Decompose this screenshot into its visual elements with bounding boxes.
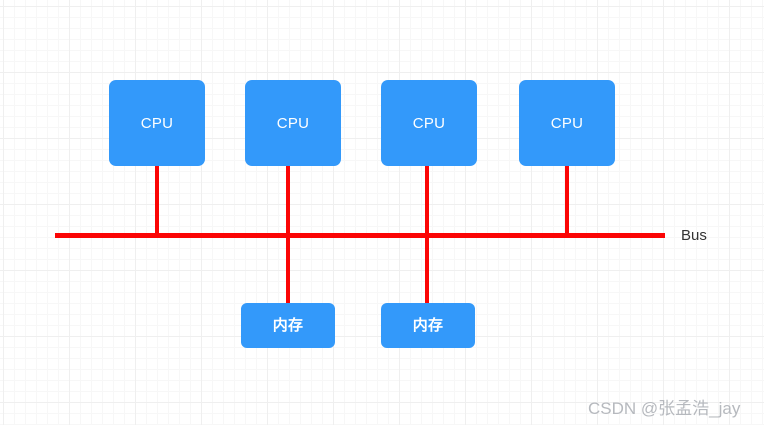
cpu-node-3[interactable]: CPU	[381, 80, 477, 166]
cpu-node-4-label: CPU	[550, 114, 584, 132]
cpu-node-1-label: CPU	[140, 114, 174, 132]
memory-node-1-label: 内存	[272, 317, 304, 334]
cpu-node-2-label: CPU	[276, 114, 310, 132]
connector-cpu-4	[565, 160, 569, 238]
bus-label: Bus	[681, 227, 707, 244]
memory-node-1[interactable]: 内存	[241, 303, 335, 348]
connector-memory-2	[425, 233, 429, 307]
connector-cpu-2	[286, 160, 290, 238]
cpu-node-1[interactable]: CPU	[109, 80, 205, 166]
connector-memory-1	[286, 233, 290, 307]
connector-cpu-3	[425, 160, 429, 238]
memory-node-2[interactable]: 内存	[381, 303, 475, 348]
watermark-text: CSDN @张孟浩_jay	[588, 399, 741, 418]
bus-line	[55, 233, 665, 238]
cpu-node-3-label: CPU	[412, 114, 446, 132]
connector-cpu-1	[155, 160, 159, 238]
cpu-node-4[interactable]: CPU	[519, 80, 615, 166]
memory-node-2-label: 内存	[412, 317, 444, 334]
cpu-node-2[interactable]: CPU	[245, 80, 341, 166]
